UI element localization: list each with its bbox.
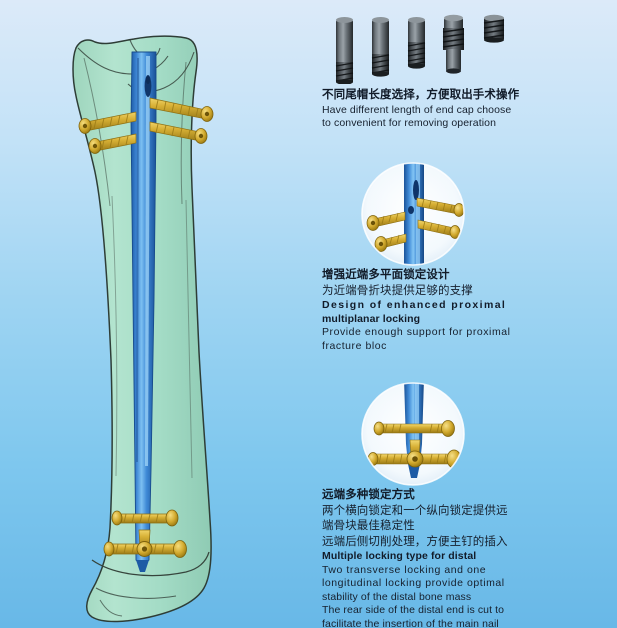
distal-inset-svg bbox=[361, 382, 465, 486]
end-cap-2 bbox=[371, 17, 390, 77]
caption-3-cn-sub-3: 远端后侧切削处理，方便主钉的插入 bbox=[322, 535, 508, 548]
content-column: 不同尾帽长度选择，方便取出手术操作 Have different length … bbox=[312, 0, 617, 628]
caption-2-cn-heading: 增强近端多平面锁定设计 bbox=[322, 269, 450, 281]
proximal-inset-svg bbox=[361, 162, 465, 266]
caption-3-en-line-1: Two transverse locking and one bbox=[322, 563, 487, 576]
distal-locking-inset bbox=[354, 382, 472, 486]
caption-2-en-heading-2: multiplanar locking bbox=[322, 312, 421, 325]
caption-3-en-line-4: The rear side of the distal end is cut t… bbox=[322, 604, 505, 616]
end-cap-caption: 不同尾帽长度选择，方便取出手术操作 Have different length … bbox=[322, 88, 614, 131]
tibia-illustration-panel bbox=[72, 35, 214, 623]
caption-2-en-line-1: Provide enough support for proximal bbox=[322, 326, 511, 338]
caption-3-en-line-3: stability of the distal bone mass bbox=[322, 590, 472, 603]
caption-3-cn-sub-2: 端骨块最佳稳定性 bbox=[322, 520, 415, 532]
caption-3-en-line-2: longitudinal locking provide optimal bbox=[322, 577, 505, 589]
end-caps-svg bbox=[335, 14, 505, 85]
caption-2-en-line-2: fracture bloc bbox=[322, 339, 387, 352]
caption-3-cn-heading: 远端多种锁定方式 bbox=[322, 489, 415, 501]
caption-2-en-heading-1: Design of enhanced proximal bbox=[322, 299, 507, 311]
end-cap-row bbox=[324, 6, 614, 85]
end-cap-1 bbox=[335, 17, 354, 85]
caption-1-en-line-1: Have different length of end cap choose bbox=[322, 103, 512, 116]
proximal-locking-inset bbox=[354, 162, 472, 266]
caption-3-en-heading: Multiple locking type for distal bbox=[322, 550, 477, 562]
proximal-locking-caption: 增强近端多平面锁定设计 为近端骨折块提供足够的支撑 Design of enha… bbox=[322, 268, 614, 353]
end-cap-3 bbox=[407, 17, 426, 69]
proximal-locking-screws bbox=[78, 97, 214, 154]
caption-2-cn-sub: 为近端骨折块提供足够的支撑 bbox=[322, 284, 473, 297]
tibia-svg bbox=[72, 35, 214, 623]
distal-locking-caption: 远端多种锁定方式 两个横向锁定和一个纵向锁定提供远 端骨块最佳稳定性 远端后侧切… bbox=[322, 488, 614, 628]
caption-3-en-line-5: facilitate the insertion of the main nai… bbox=[322, 617, 499, 628]
caption-1-cn-heading: 不同尾帽长度选择，方便取出手术操作 bbox=[322, 89, 520, 101]
intramedullary-nail bbox=[130, 51, 157, 572]
end-cap-5 bbox=[483, 14, 505, 43]
distal-locking-screws bbox=[103, 509, 187, 558]
caption-1-en-line-2: to convenient for removing operation bbox=[322, 117, 497, 129]
end-cap-4 bbox=[442, 14, 465, 74]
caption-3-cn-sub-1: 两个横向锁定和一个纵向锁定提供远 bbox=[322, 504, 508, 517]
